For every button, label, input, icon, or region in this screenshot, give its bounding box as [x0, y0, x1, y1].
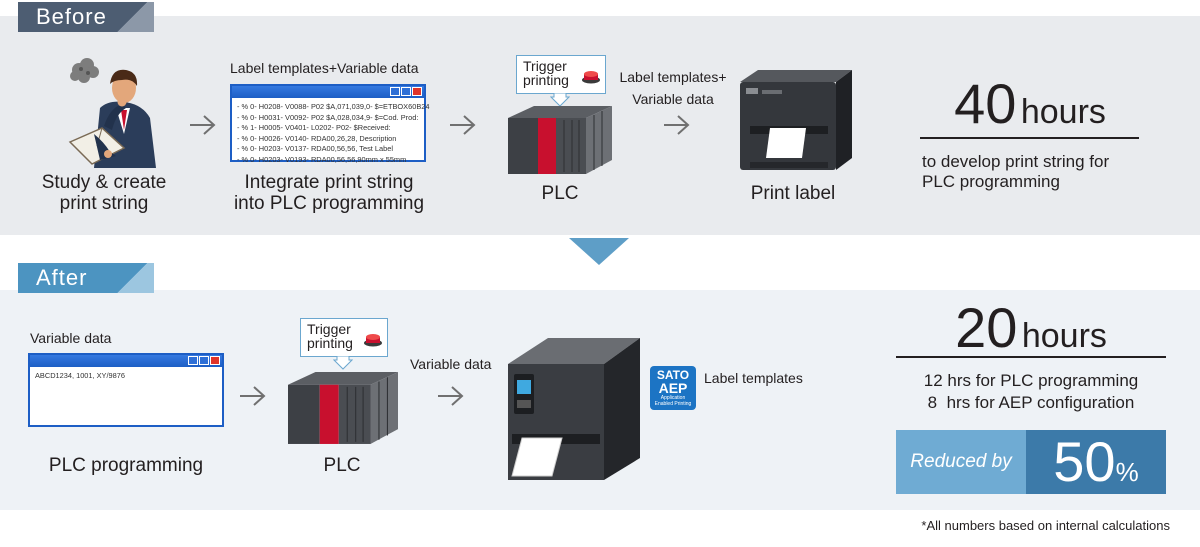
plc-icon — [508, 106, 612, 174]
after-tag: After — [18, 263, 154, 293]
print-string-window: - % 0- H0208- V0088- P02 $A,071,039,0- $… — [230, 84, 429, 164]
plc-label: PLC — [323, 455, 361, 476]
after-hours-rule — [896, 356, 1166, 358]
arrow-right-icon — [664, 115, 690, 135]
trigger-printing-box: Trigger printing — [516, 55, 606, 94]
trigger-printing-text: Trigger printing — [523, 58, 569, 88]
before-hours: 40 hours — [920, 76, 1140, 132]
sato-aep-logo: SATO AEP Application Enabled Printing — [650, 366, 696, 410]
before-hours-value: 40 — [954, 72, 1017, 135]
variable-data-text: ABCD1234, 1001, XY/9876 — [35, 371, 125, 380]
trigger-printing-text: Trigger printing — [307, 321, 353, 351]
reduced-by-label: Reduced by — [910, 451, 1012, 472]
plc-icon — [288, 372, 398, 444]
print-line: - % 0- H0026- V0140- RDA00,26,28, Descri… — [237, 133, 397, 143]
before-hours-note: to develop print string for PLC programm… — [922, 152, 1110, 191]
footnote: *All numbers based on internal calculati… — [921, 518, 1170, 533]
print-line: - % 0- H0031- V0092- P02 $A,028,034,9- $… — [237, 112, 419, 122]
print-line: - % 0- H0203- V0137- RDA00,56,56, Test L… — [237, 144, 393, 154]
label-templates-variable-data-title: Label templates+Variable data — [230, 60, 419, 76]
maximize-icon[interactable] — [401, 87, 411, 96]
print-line: - % 1- H0005- V0401- L0202- P02- $Receiv… — [237, 123, 391, 133]
plc-label: PLC — [541, 183, 579, 204]
integrate-print-string-label: Integrate print string into PLC programm… — [233, 172, 425, 214]
red-button-icon — [364, 334, 382, 347]
arrow-right-icon — [438, 386, 464, 406]
after-hours-unit: hours — [1021, 317, 1107, 355]
plc-programming-label: PLC programming — [48, 455, 204, 476]
minimize-icon[interactable] — [188, 356, 198, 365]
close-icon[interactable] — [412, 87, 422, 96]
label-templates-variable-data-label: Label templates+ Variable data — [619, 69, 727, 107]
reduced-unit: % — [1115, 457, 1139, 487]
window-title-bar — [30, 355, 222, 367]
callout-arrow-icon — [550, 93, 570, 107]
after-hours: 20 hours — [896, 300, 1166, 356]
aep-logo-sub2: Enabled Printing — [654, 401, 692, 407]
red-button-icon — [582, 71, 600, 84]
window-title-bar — [232, 86, 424, 98]
industrial-printer-icon — [508, 338, 640, 480]
after-hours-value: 20 — [955, 296, 1018, 359]
variable-data-title: Variable data — [30, 330, 112, 346]
reduced-value: 50 — [1053, 430, 1116, 493]
close-icon[interactable] — [210, 356, 220, 365]
aep-logo-sub1: Application — [660, 395, 686, 401]
variable-data-label: Variable data — [410, 356, 492, 372]
sato-logo-text: SATO — [656, 368, 690, 382]
label-templates-label: Label templates — [704, 370, 803, 386]
arrow-right-icon — [450, 115, 476, 135]
study-create-label: Study & create print string — [41, 172, 167, 214]
before-hours-unit: hours — [1020, 93, 1106, 131]
aep-logo-text: AEP — [658, 380, 688, 396]
arrow-right-icon — [240, 386, 266, 406]
print-string-lines: - % 0- H0208- V0088- P02 $A,071,039,0- $… — [232, 98, 430, 170]
thinking-person-icon — [68, 58, 156, 168]
reduced-by-box: Reduced by — [896, 430, 1026, 494]
label-printer-icon — [740, 70, 852, 170]
variable-data-window: ABCD1234, 1001, XY/9876 — [28, 353, 224, 427]
trigger-printing-box: Trigger printing — [300, 318, 388, 357]
print-line: - % 0- H0203- V0193- RDA00,56,56,90mm x … — [237, 154, 407, 164]
reduced-value-box: 50% — [1026, 430, 1166, 494]
after-hours-note-1: 12 hrs for PLC programming — [923, 371, 1139, 390]
minimize-icon[interactable] — [390, 87, 400, 96]
print-line: - % 0- H0208- V0088- P02 $A,071,039,0- $… — [237, 102, 430, 111]
callout-arrow-icon — [333, 356, 353, 370]
before-hours-rule — [920, 137, 1139, 139]
arrow-right-icon — [190, 115, 216, 135]
after-hours-note-2: 8 hrs for AEP configuration — [927, 393, 1135, 412]
maximize-icon[interactable] — [199, 356, 209, 365]
print-label-label: Print label — [750, 183, 836, 204]
down-arrow-icon — [569, 238, 629, 265]
before-tag: Before — [18, 2, 154, 32]
